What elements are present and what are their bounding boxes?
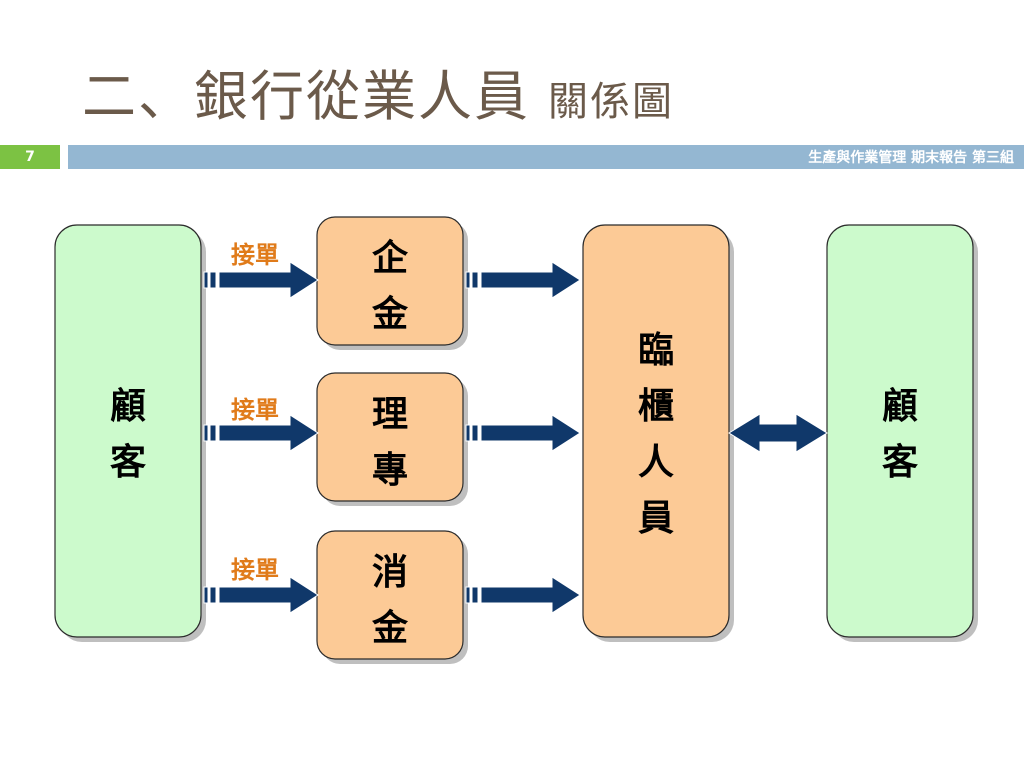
- slide-title: 二、銀行從業人員關係圖: [82, 52, 674, 128]
- customer-left-box: [54, 224, 202, 638]
- customer-right-box: [826, 224, 974, 638]
- arrows-to-teller: [465, 261, 581, 614]
- arrow-consumer-to-teller: [465, 576, 581, 614]
- wealth-manager-box: [316, 372, 464, 502]
- corporate-char-2: 金: [371, 293, 409, 335]
- consumer-char-2: 金: [371, 607, 409, 649]
- edge-label-order-2: 接單: [231, 395, 279, 424]
- footer-text: 生產與作業管理 期末報告 第三組: [808, 150, 1014, 166]
- corporate-char-1: 企: [372, 237, 409, 279]
- arrow-customer-to-wealth: [203, 414, 319, 452]
- header-bar: [68, 145, 1024, 169]
- wealth-char-1: 理: [372, 393, 408, 435]
- slide-title-main: 二、銀行從業人員: [82, 65, 530, 128]
- arrows-to-departments: [203, 261, 319, 614]
- arrow-customer-to-corporate: [203, 261, 319, 299]
- edge-label-order-3: 接單: [231, 555, 279, 584]
- customer-left-char-2: 客: [110, 441, 146, 483]
- customer-right-char-1: 顧: [882, 385, 918, 427]
- arrow-corporate-to-teller: [465, 261, 581, 299]
- teller-char-4: 員: [638, 497, 674, 539]
- double-arrow-teller-customer: [728, 413, 828, 453]
- arrow-wealth-to-teller: [465, 414, 581, 452]
- edge-label-order-1: 接單: [231, 240, 279, 269]
- wealth-char-2: 專: [372, 449, 408, 491]
- consumer-char-1: 消: [372, 551, 408, 593]
- customer-right-char-2: 客: [882, 441, 918, 483]
- customer-left-char-1: 顧: [110, 385, 146, 427]
- teller-char-2: 櫃: [638, 385, 674, 427]
- slide-title-sub: 關係圖: [548, 79, 674, 125]
- page-number: 7: [0, 145, 60, 169]
- teller-box: [582, 224, 730, 638]
- teller-char-1: 臨: [638, 329, 674, 371]
- arrow-customer-to-consumer: [203, 576, 319, 614]
- teller-char-3: 人: [638, 441, 674, 483]
